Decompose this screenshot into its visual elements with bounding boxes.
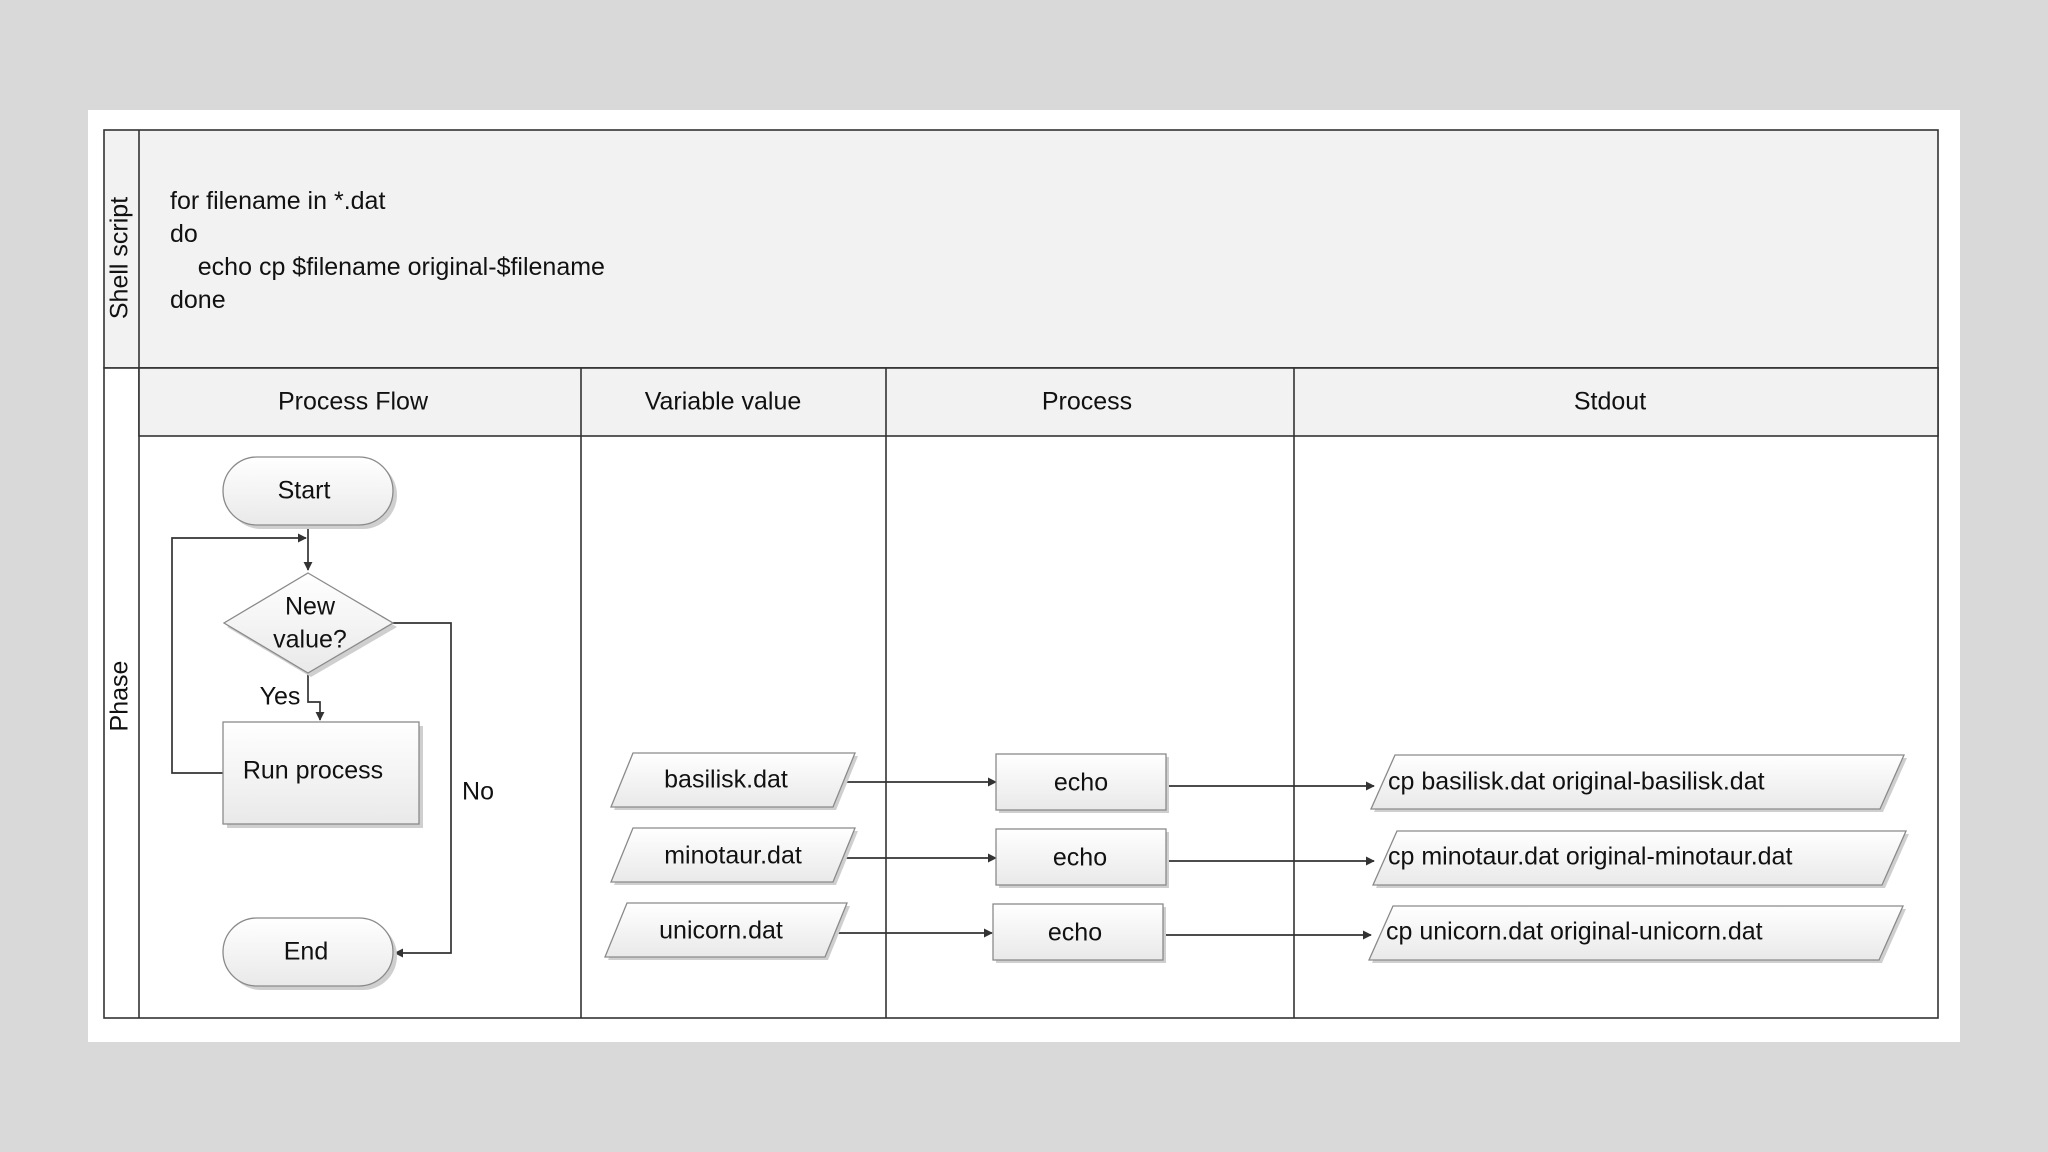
column-header-stdout: Stdout [1574, 388, 1646, 416]
shell-script-label: Shell script [106, 197, 134, 319]
decision-yes-connector[interactable] [307, 673, 325, 721]
row3-variable-label: unicorn.dat [659, 917, 783, 945]
column-header-band [138, 367, 1939, 437]
script-line-3: echo cp $filename original-$filename [170, 253, 605, 281]
row2-process-box[interactable] [995, 828, 1167, 886]
row1-process-label: echo [1054, 769, 1108, 797]
decision-no-connector[interactable] [393, 622, 452, 958]
loop-back-connector[interactable] [171, 533, 307, 774]
start-terminator[interactable] [222, 456, 394, 526]
row2-variable-data[interactable] [610, 827, 856, 883]
decision-diamond[interactable] [222, 572, 395, 674]
end-terminator[interactable] [222, 917, 394, 987]
swimlane-diagram: Shell script for filename in *.dat do ec… [103, 129, 1939, 1019]
row3-stdout-label: cp unicorn.dat original-unicorn.dat [1386, 918, 1763, 946]
row2-stdout-label: cp minotaur.dat original-minotaur.dat [1388, 843, 1792, 871]
row1-process-box[interactable] [995, 753, 1167, 811]
run-process-label: Run process [243, 757, 383, 785]
script-line-1: for filename in *.dat [170, 187, 385, 215]
row3-process-box[interactable] [992, 903, 1164, 961]
script-line-2: do [170, 220, 198, 248]
row1-stdout-label: cp basilisk.dat original-basilisk.dat [1388, 768, 1765, 796]
run-process-box[interactable] [222, 721, 420, 825]
row1-stdout-data[interactable] [1369, 754, 1906, 810]
decision-label-line2: value? [273, 626, 347, 654]
column-header-process-flow: Process Flow [278, 388, 429, 416]
script-line-4: done [170, 286, 226, 314]
yes-label: Yes [260, 683, 301, 711]
column-header-process: Process [1042, 388, 1132, 416]
row1-variable-data[interactable] [610, 752, 856, 808]
row1-variable-label: basilisk.dat [664, 766, 788, 794]
phase-label: Phase [106, 661, 134, 732]
end-label: End [284, 938, 328, 966]
column-header-variable-value: Variable value [645, 388, 802, 416]
row3-process-label: echo [1048, 919, 1102, 947]
shell-script-code: for filename in *.dat do echo cp $filena… [170, 187, 612, 314]
row3-stdout-data[interactable] [1367, 905, 1905, 961]
decision-label-line1: New [285, 593, 336, 621]
start-label: Start [278, 477, 331, 505]
row3-variable-data[interactable] [604, 902, 848, 958]
diagram-canvas: Shell script for filename in *.dat do ec… [88, 110, 1960, 1042]
shell-script-pool [103, 129, 1939, 369]
no-label: No [462, 778, 494, 806]
row2-variable-label: minotaur.dat [664, 842, 802, 870]
row2-stdout-data[interactable] [1371, 830, 1908, 886]
row2-process-label: echo [1053, 844, 1107, 872]
